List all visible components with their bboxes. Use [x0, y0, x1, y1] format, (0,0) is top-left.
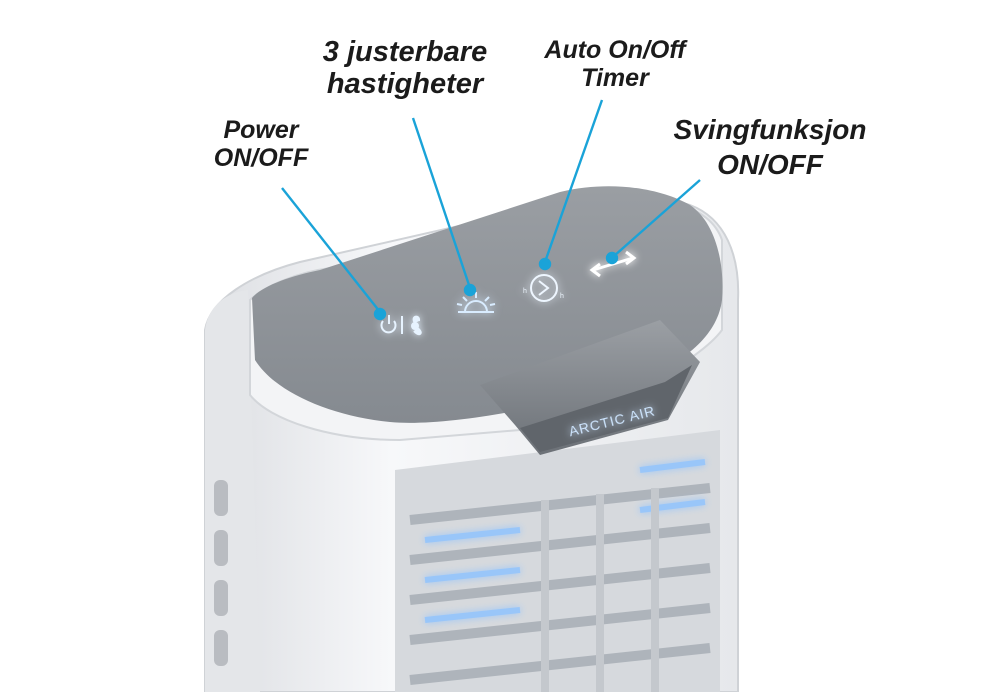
callout-swing-line2: ON/OFF — [717, 149, 823, 180]
leader-line-timer — [543, 99, 604, 263]
callout-power-line1: Power — [223, 116, 299, 144]
callout-swing-line1: Svingfunksjon — [673, 114, 867, 145]
speed-icon[interactable] — [456, 292, 496, 313]
grille-blue-glow — [424, 459, 706, 623]
svg-text:h: h — [523, 288, 527, 295]
callout-power: Power ON/OFF — [196, 116, 326, 172]
leader-lines — [281, 99, 701, 321]
callout-speed-line1: 3 justerbare — [322, 36, 488, 68]
callout-speed: 3 justerbare hastigheter — [300, 36, 510, 101]
callout-swing: Svingfunksjon ON/OFF — [650, 112, 890, 182]
leader-line-speed — [411, 117, 472, 289]
timer-icon[interactable]: h h — [523, 274, 564, 302]
callout-timer: Auto On/Off Timer — [520, 36, 710, 92]
callout-timer-line1: Auto On/Off — [544, 36, 686, 64]
callout-speed-line2: hastigheter — [326, 68, 484, 101]
side-vents — [214, 480, 228, 666]
front-grille-slats — [409, 483, 711, 685]
leader-line-swing — [613, 179, 701, 257]
power-fan-icon[interactable] — [380, 315, 422, 336]
svg-text:h: h — [560, 293, 564, 300]
leader-line-power — [281, 187, 381, 313]
callout-timer-line2: Timer — [581, 64, 649, 92]
callout-power-line2: ON/OFF — [213, 144, 309, 172]
grille-vertical-bars — [541, 488, 659, 692]
